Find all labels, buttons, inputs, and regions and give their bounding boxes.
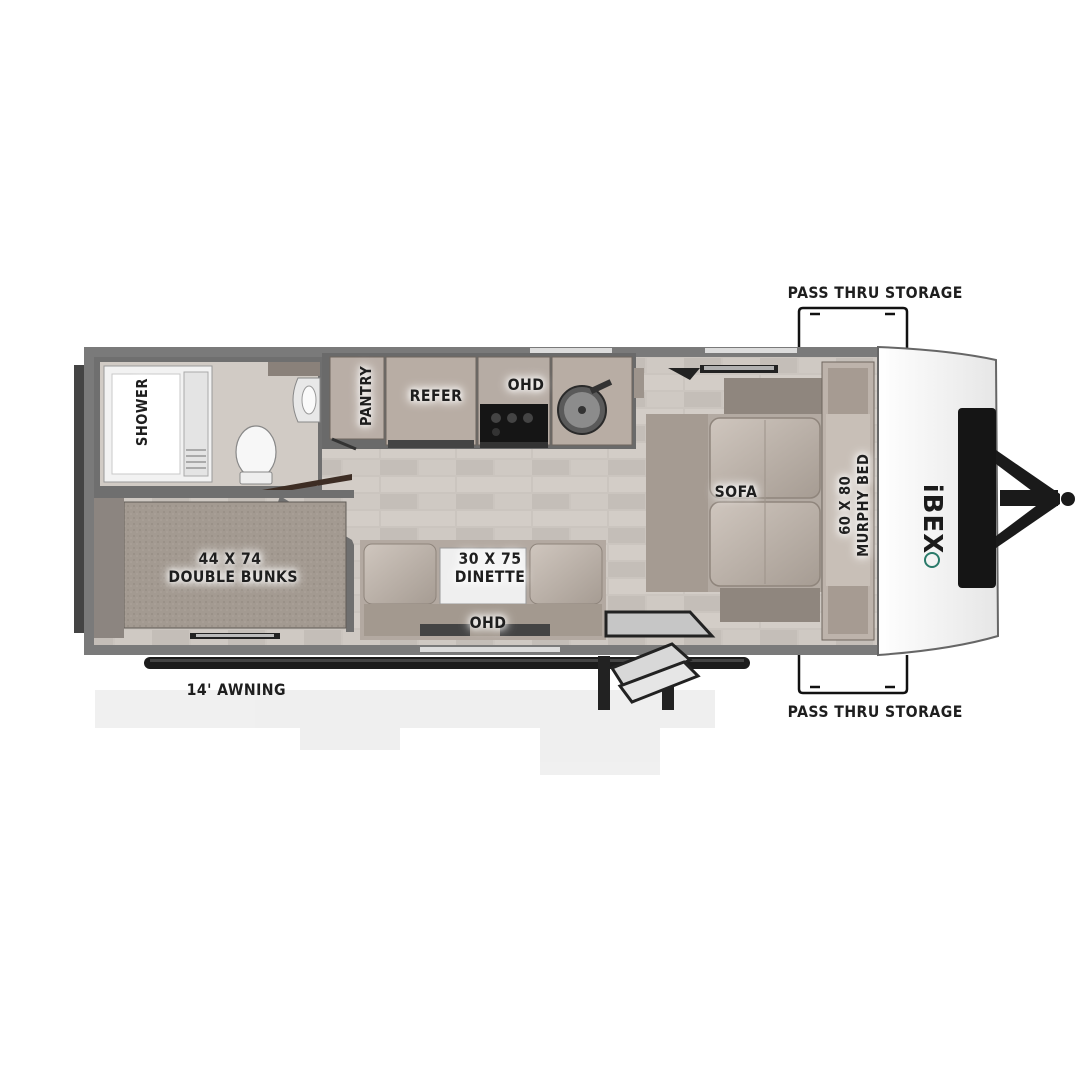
ibex-logo: iBEX (912, 468, 952, 568)
label-dinette-size: 30 X 75 (458, 549, 522, 568)
ibex-emblem-icon (924, 552, 940, 568)
label-pass-thru-storage-top: PASS THRU STORAGE (787, 283, 963, 302)
label-pantry: PANTRY (357, 365, 375, 427)
label-pass-thru-storage-bottom: PASS THRU STORAGE (787, 702, 963, 721)
refrigerator (385, 356, 477, 446)
label-ohd-top: OHD (507, 375, 545, 394)
toilet (235, 425, 277, 479)
label-shower: SHOWER (133, 378, 151, 447)
pass-thru-storage-top (797, 306, 909, 348)
label-murphy-name: MURPHY BED (854, 453, 872, 557)
double-bunks (123, 501, 347, 629)
label-ohd-bottom: OHD (469, 613, 507, 632)
label-dinette: 30 X 75 DINETTE (446, 549, 534, 587)
label-murphy-size: 60 X 80 (836, 475, 854, 535)
label-awning: 14' AWNING (186, 680, 286, 699)
rear-bumper (74, 365, 84, 633)
label-bunks-size: 44 X 74 (198, 549, 262, 568)
hitch (996, 450, 1075, 548)
label-double-bunks: 44 X 74 DOUBLE BUNKS (168, 549, 298, 587)
label-sofa: SOFA (714, 482, 758, 501)
pass-thru-storage-bottom (797, 655, 909, 695)
label-refer: REFER (409, 386, 463, 405)
entry-steps (598, 642, 701, 710)
label-bunks-name: DOUBLE BUNKS (168, 567, 298, 587)
label-murphy-bed: 60 X 80 MURPHY BED (836, 448, 872, 562)
ground-shadow (95, 690, 715, 775)
pantry-cabinet (329, 356, 385, 440)
label-dinette-name: DINETTE (454, 567, 526, 587)
